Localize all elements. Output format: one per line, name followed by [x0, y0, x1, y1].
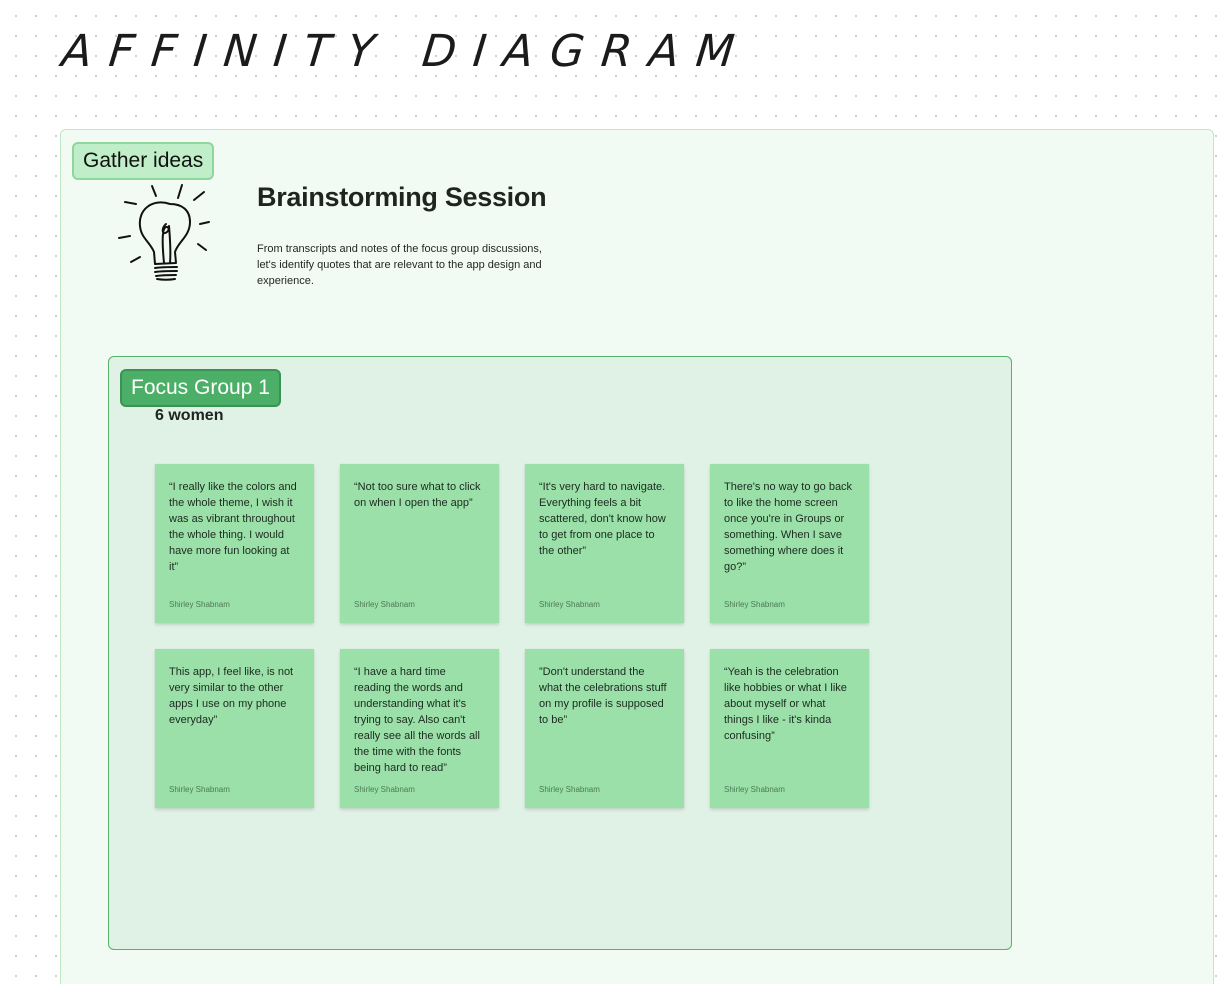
note-author: Shirley Shabnam — [539, 600, 600, 609]
sticky-note[interactable]: “Not too sure what to click on when I op… — [340, 464, 499, 623]
group-label-focus-group-1[interactable]: Focus Group 1 — [120, 369, 281, 407]
note-author: Shirley Shabnam — [724, 785, 785, 794]
sticky-note[interactable]: “I have a hard time reading the words an… — [340, 649, 499, 808]
sticky-note[interactable]: “I really like the colors and the whole … — [155, 464, 314, 623]
sticky-note[interactable]: “It's very hard to navigate. Everything … — [525, 464, 684, 623]
note-author: Shirley Shabnam — [354, 600, 415, 609]
lightbulb-icon — [118, 184, 210, 281]
note-text: “Not too sure what to click on when I op… — [354, 481, 481, 509]
board-title: AFFINITY DIAGRAM — [59, 26, 754, 77]
group-subtitle: 6 women — [155, 407, 224, 424]
note-author: Shirley Shabnam — [169, 785, 230, 794]
note-text: “Yeah is the celebration like hobbies or… — [724, 666, 847, 742]
session-description: From transcripts and notes of the focus … — [257, 243, 542, 287]
note-text: “I really like the colors and the whole … — [169, 481, 297, 573]
note-author: Shirley Shabnam — [354, 785, 415, 794]
note-text: There's no way to go back to like the ho… — [724, 481, 853, 573]
section-label-gather-ideas[interactable]: Gather ideas — [72, 142, 215, 180]
note-text: “I have a hard time reading the words an… — [354, 666, 480, 774]
session-title: Brainstorming Session — [257, 182, 547, 212]
sticky-note[interactable]: ”Don't understand the what the celebrati… — [525, 649, 684, 808]
note-author: Shirley Shabnam — [169, 600, 230, 609]
sticky-note[interactable]: There's no way to go back to like the ho… — [710, 464, 869, 623]
sticky-note[interactable]: “Yeah is the celebration like hobbies or… — [710, 649, 869, 808]
note-text: “It's very hard to navigate. Everything … — [539, 481, 666, 557]
sticky-notes-grid: “I really like the colors and the whole … — [155, 464, 871, 808]
sticky-note[interactable]: This app, I feel like, is not very simil… — [155, 649, 314, 808]
note-author: Shirley Shabnam — [539, 785, 600, 794]
note-text: ”Don't understand the what the celebrati… — [539, 666, 667, 726]
note-author: Shirley Shabnam — [724, 600, 785, 609]
note-text: This app, I feel like, is not very simil… — [169, 666, 294, 726]
